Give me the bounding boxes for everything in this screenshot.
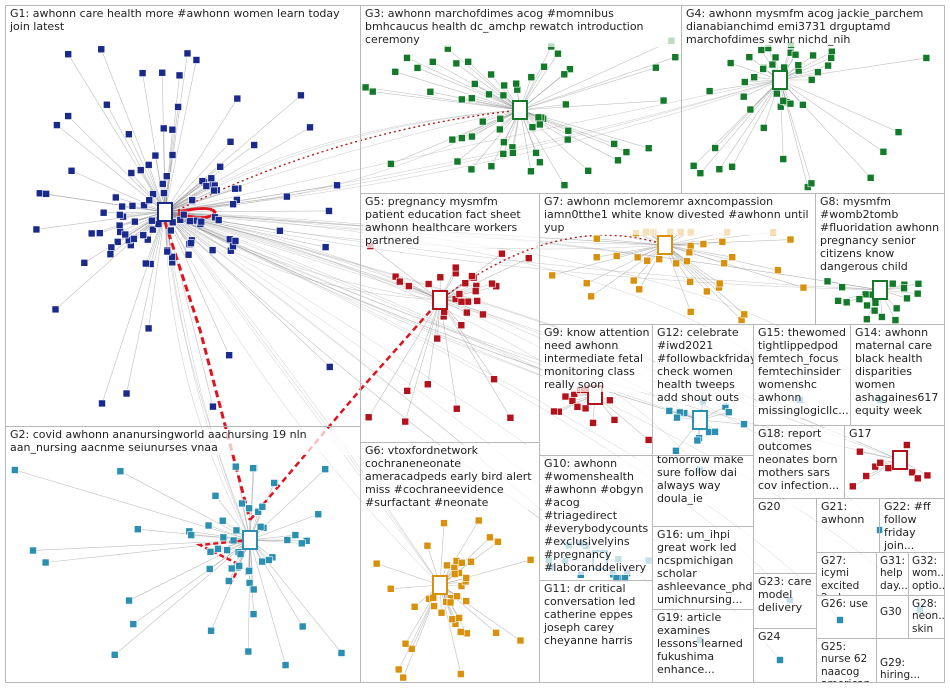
group-panel-g32: G32: wom... optio... (908, 552, 945, 596)
group-label-g9: G9: know attention need awhonn intermedi… (542, 327, 653, 392)
group-panel-g23: G23: care model delivery (753, 573, 817, 629)
group-panel-g26: G26: use (816, 595, 877, 639)
group-label-g19: G19: article examines lessons learned fu… (655, 612, 754, 677)
group-label-g2: G2: covid awhonn ananursingworld aachurs… (8, 429, 360, 455)
group-label-g16: G16: um_ihpi great work led ncspmichigan… (655, 529, 754, 607)
group-label-g28: G28: neon... skin (910, 598, 945, 635)
group-label-g6: G6: vtoxfordnetwork cochraneneonate amer… (363, 445, 539, 510)
group-label-g23: G23: care model delivery (756, 576, 817, 615)
group-panel-g31: G31: help day... (876, 552, 909, 596)
group-panel-g4: G4: awhonn mysmfm acog jackie_parchem di… (681, 5, 945, 194)
group-panel-g6: G6: vtoxfordnetwork cochraneneonate amer… (360, 442, 540, 683)
group-label-g4: G4: awhonn mysmfm acog jackie_parchem di… (684, 8, 944, 47)
group-panel-g12: G12: celebrate #iwd2021 #followbackfrida… (652, 324, 754, 456)
group-panel-g25: G25: nurse 62 naacog american... (816, 638, 877, 683)
group-label-g20: G20 (756, 501, 800, 514)
group-label-g5: G5: pregnancy mysmfm patient education f… (363, 196, 539, 248)
group-label-g21: G21: awhonn (819, 501, 880, 527)
group-label-g15: G15: thewomed tightlippedpod femtech_foc… (756, 327, 851, 418)
group-panel-g15: G15: thewomed tightlippedpod femtech_foc… (753, 324, 851, 426)
group-panel-g7: G7: awhonn mclemoremr axncompassion iamn… (539, 193, 816, 325)
group-label-g13: G13: firld #worlddoulawee... tomorrow ma… (655, 455, 754, 506)
group-panel-g9: G9: know attention need awhonn intermedi… (539, 324, 653, 456)
group-label-g7: G7: awhonn mclemoremr axncompassion iamn… (542, 196, 814, 235)
group-label-g25: G25: nurse 62 naacog american... (819, 641, 877, 683)
group-panel-g8: G8: mysmfm #womb2tomb #fluoridation awho… (815, 193, 945, 325)
group-label-g14: G14: awhonn maternal care black health d… (853, 327, 945, 418)
group-panel-g16: G16: um_ihpi great work led ncspmichigan… (652, 526, 754, 610)
group-label-g24: G24 (756, 631, 800, 644)
group-label-g8: G8: mysmfm #womb2tomb #fluoridation awho… (818, 196, 944, 274)
group-label-g30: G30 (878, 606, 909, 618)
group-panel-g18: G18: report outcomes neonates born mothe… (753, 425, 845, 499)
group-panel-g2: G2: covid awhonn ananursingworld aachurs… (5, 426, 361, 683)
group-label-g10: G10: awhonn #womenshealth #awhonn #obgyn… (542, 458, 653, 575)
group-panel-g14: G14: awhonn maternal care black health d… (850, 324, 945, 426)
group-panel-g29: G29: hiring... (876, 638, 945, 683)
group-panel-g24: G24 (753, 628, 817, 683)
group-label-g26: G26: use (819, 598, 877, 610)
group-panel-g19: G19: article examines lessons learned fu… (652, 609, 754, 683)
group-panel-g28: G28: neon... skin (908, 595, 945, 639)
group-panel-g17: G17 (844, 425, 945, 499)
group-panel-g20: G20 (753, 498, 817, 574)
group-label-g22: G22: #ff follow friday join... (882, 501, 945, 553)
group-panel-g21: G21: awhonn (816, 498, 880, 553)
group-panel-g27: G27: icymi excited 2nd... (816, 552, 877, 596)
group-label-g1: G1: awhonn care health more #awhonn wome… (8, 8, 360, 34)
group-label-g32: G32: wom... optio... (910, 555, 945, 592)
group-panel-g5: G5: pregnancy mysmfm patient education f… (360, 193, 540, 443)
group-label-g29: G29: hiring... (878, 657, 945, 682)
group-label-g11: G11: dr critical conversation led cather… (542, 583, 653, 648)
group-label-g17: G17 (847, 428, 891, 441)
group-panel-g11: G11: dr critical conversation led cather… (539, 580, 653, 683)
group-panel-g1: G1: awhonn care health more #awhonn wome… (5, 5, 361, 427)
group-panel-g10: G10: awhonn #womenshealth #awhonn #obgyn… (539, 455, 653, 581)
group-label-g31: G31: help day... (878, 555, 909, 592)
group-panel-g3: G3: awhonn marchofdimes acog #momnibus b… (360, 5, 682, 194)
group-label-g12: G12: celebrate #iwd2021 #followbackfrida… (655, 327, 754, 405)
group-panel-g22: G22: #ff follow friday join... (879, 498, 945, 553)
group-label-g27: G27: icymi excited 2nd... (819, 555, 877, 596)
group-panel-g13: G13: firld #worlddoulawee... tomorrow ma… (652, 455, 754, 527)
group-label-g18: G18: report outcomes neonates born mothe… (756, 428, 845, 493)
group-panel-g30: G30 (876, 595, 909, 639)
group-label-g3: G3: awhonn marchofdimes acog #momnibus b… (363, 8, 681, 47)
